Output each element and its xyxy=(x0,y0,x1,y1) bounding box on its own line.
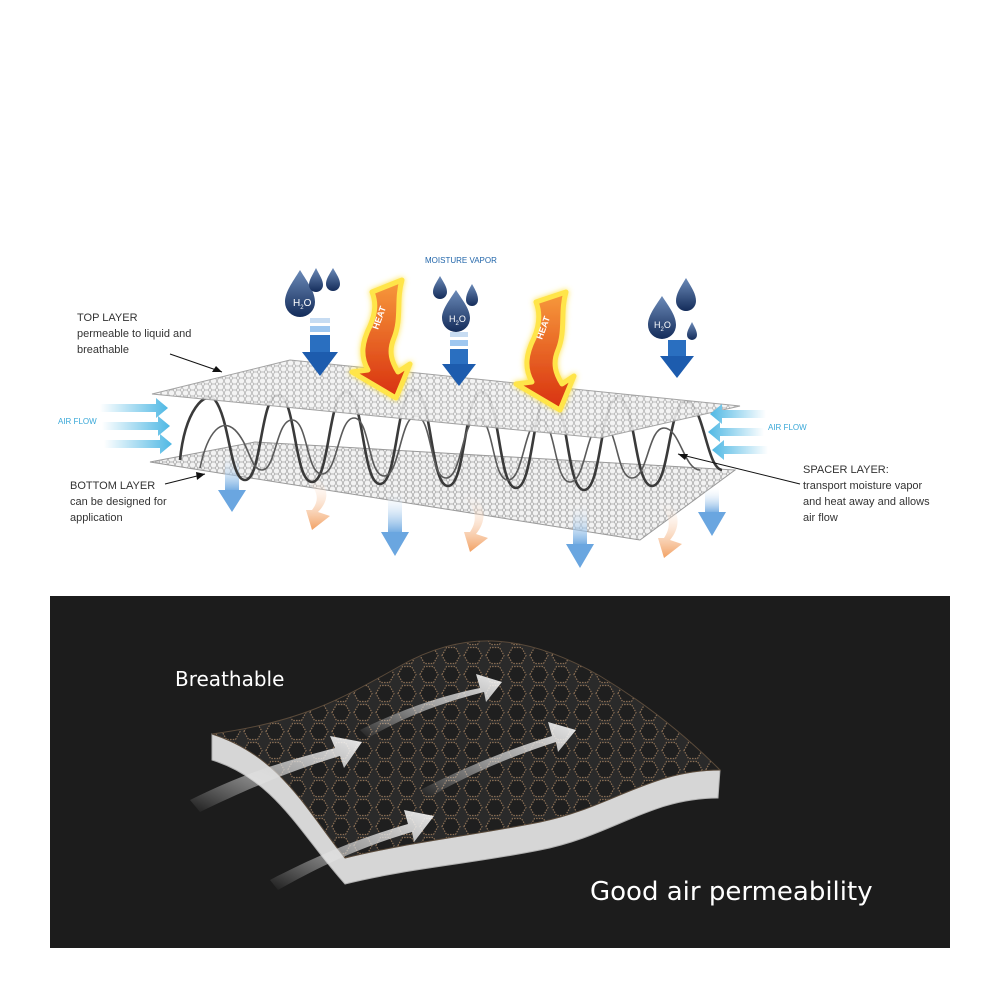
water-drop-icon: H2O xyxy=(285,268,340,317)
svg-text:SPACER LAYER:: SPACER LAYER: xyxy=(803,464,889,476)
svg-text:and heat away and allows: and heat away and allows xyxy=(803,496,930,508)
svg-text:permeable to liquid and: permeable to liquid and xyxy=(77,328,191,340)
svg-text:air flow: air flow xyxy=(803,512,838,524)
faded-down-arrow xyxy=(218,452,246,512)
water-drop-icon: H2O xyxy=(648,278,697,340)
spacer-layer-pointer xyxy=(677,453,801,485)
svg-text:BOTTOM LAYER: BOTTOM LAYER xyxy=(70,480,155,492)
fabric-surface xyxy=(211,640,722,859)
air-flow-left-arrows: AIR FLOW xyxy=(58,398,172,454)
svg-text:TOP LAYER: TOP LAYER xyxy=(77,312,138,324)
svg-text:application: application xyxy=(70,512,123,524)
breathable-panel: Breathable Good air permeability xyxy=(50,596,950,948)
bottom-layer-label: BOTTOM LAYER can be designed for applica… xyxy=(70,480,167,524)
warm-fade-arrow xyxy=(464,490,488,552)
faded-down-arrow xyxy=(566,502,594,568)
spacer-layer-label: SPACER LAYER: transport moisture vapor a… xyxy=(803,464,930,524)
layered-fabric-illustration: MOISTURE VAPOR H2O HEAT H2O xyxy=(58,256,930,568)
svg-text:can be designed for: can be designed for xyxy=(70,496,167,508)
svg-text:transport moisture vapor: transport moisture vapor xyxy=(803,480,923,492)
down-arrow-icon xyxy=(442,332,476,386)
warm-fade-arrow xyxy=(306,472,330,530)
top-layer-pointer xyxy=(169,353,223,373)
breathable-label: Breathable xyxy=(175,667,284,691)
svg-text:breathable: breathable xyxy=(77,344,129,356)
exit-arrows xyxy=(218,452,726,568)
air-flow-right-arrows: AIR FLOW xyxy=(708,404,807,460)
faded-down-arrow xyxy=(698,486,726,536)
svg-text:H2O: H2O xyxy=(293,298,312,311)
heat-arrow-icon: HEAT xyxy=(513,289,577,413)
svg-text:H2O: H2O xyxy=(449,314,466,327)
svg-text:H2O: H2O xyxy=(654,320,671,333)
water-drop-icon: H2O xyxy=(433,276,478,332)
top-layer-sheet xyxy=(151,359,741,439)
moisture-vapor-label: MOISTURE VAPOR xyxy=(425,256,497,265)
heat-arrow-icon: HEAT xyxy=(349,277,413,401)
warm-fade-arrow xyxy=(658,498,682,558)
air-flow-left-label: AIR FLOW xyxy=(58,417,97,426)
air-flow-right-label: AIR FLOW xyxy=(768,423,807,432)
air-flow-arrows xyxy=(190,674,576,890)
air-permeability-label: Good air permeability xyxy=(590,877,873,907)
down-arrow-icon xyxy=(302,318,338,376)
down-arrow-icon xyxy=(660,340,694,378)
top-layer-label: TOP LAYER permeable to liquid and breath… xyxy=(77,312,191,356)
faded-down-arrow xyxy=(381,490,409,556)
